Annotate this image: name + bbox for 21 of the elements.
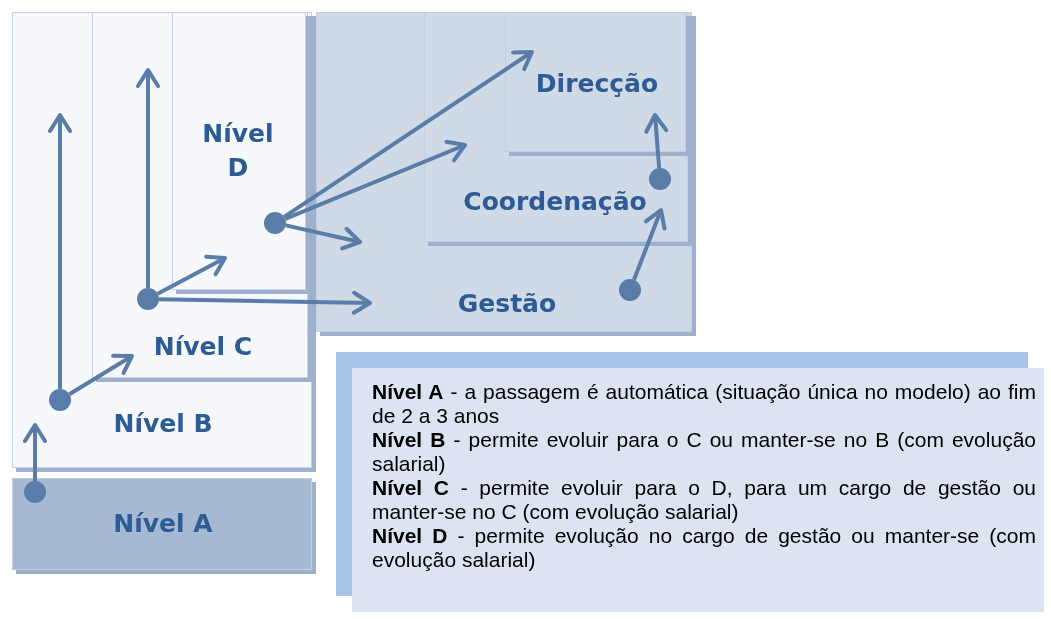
- level-label: Nível C: [152, 331, 254, 363]
- arrow: [136, 68, 160, 288]
- level-label: Gestão: [456, 288, 558, 320]
- arrow: [284, 139, 467, 221]
- note-paragraph: Nível D - permite evolução no cargo de gestão ou manter-se (com evolução salarial): [372, 524, 1036, 572]
- arrow: [23, 423, 47, 481]
- level-label: Coordenação: [462, 186, 648, 218]
- note-paragraph: Nível C - permite evoluir para o D, para um cargo de gestão ou manter-se no C (com evolução salarial): [372, 476, 1036, 524]
- arrow: [285, 223, 362, 251]
- arrow: [48, 113, 72, 389]
- arrow: [632, 208, 667, 281]
- arrow: [68, 353, 134, 396]
- arrow: [283, 50, 534, 219]
- level-label: Direcção: [534, 68, 660, 100]
- level-label: Nível B: [112, 408, 214, 440]
- level-label: Nível D: [201, 118, 275, 184]
- level-label: Nível A: [112, 508, 214, 540]
- arrow: [158, 290, 372, 315]
- note-paragraph: Nível A - a passagem é automática (situação única no modelo) ao fim de 2 a 3 anos: [372, 380, 1036, 428]
- note-paragraph: Nível B - permite evoluir para o C ou manter-se no B (com evolução salarial): [372, 428, 1036, 476]
- arrow: [156, 254, 227, 296]
